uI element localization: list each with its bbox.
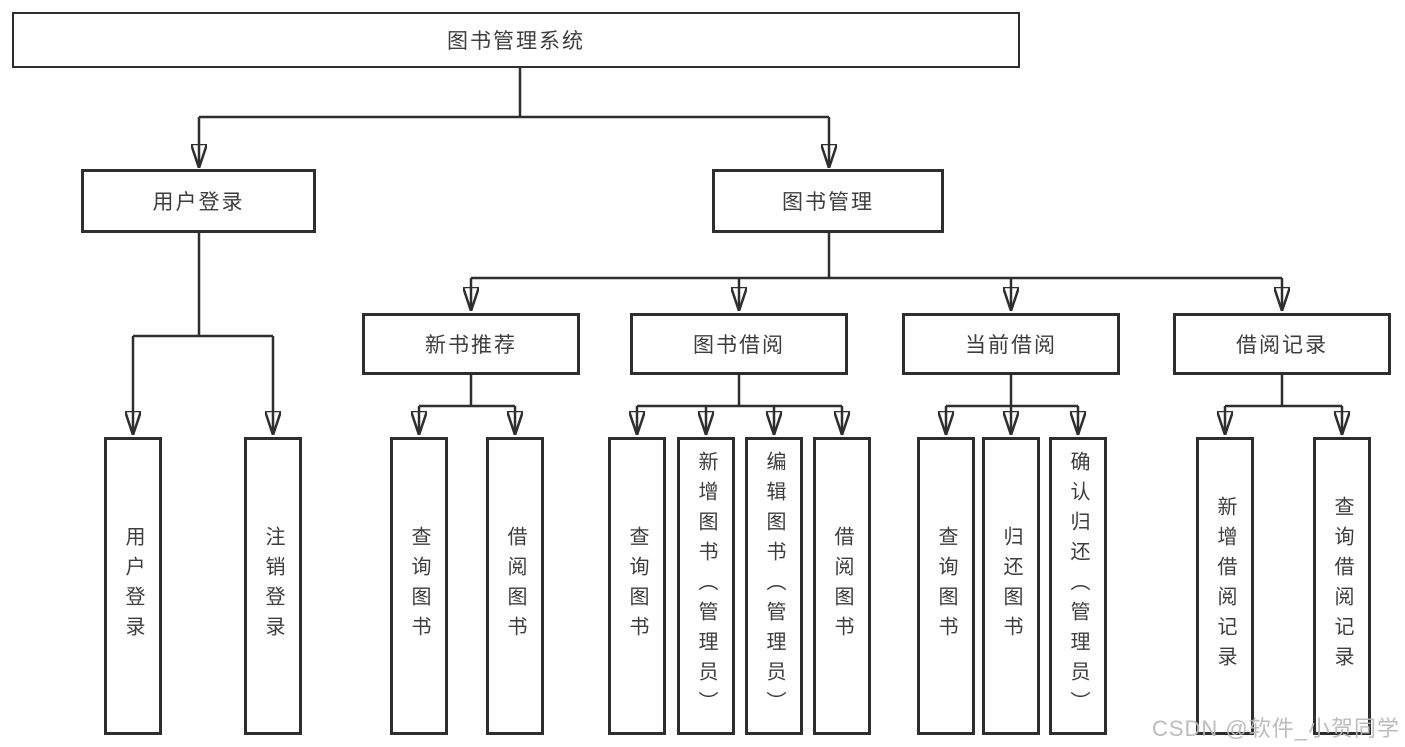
node-confirm-return-admin-label: 确认归还（管理员） bbox=[1067, 451, 1089, 721]
connector-book-borrowing-children bbox=[637, 375, 842, 435]
connector-root-to-level2 bbox=[199, 68, 829, 168]
node-add-borrow-record-label: 新增借阅记录 bbox=[1214, 496, 1236, 676]
node-logout-leaf: 注销登录 bbox=[244, 437, 302, 735]
node-book-borrowing: 图书借阅 bbox=[630, 313, 848, 375]
node-user-login-leaf: 用户登录 bbox=[104, 437, 162, 735]
node-borrow-books-1: 借阅图书 bbox=[486, 437, 544, 735]
node-query-books-3-label: 查询图书 bbox=[935, 526, 957, 646]
connector-current-borrowing-children bbox=[946, 375, 1078, 435]
node-book-management: 图书管理 bbox=[712, 169, 944, 233]
node-query-books-2-label: 查询图书 bbox=[626, 526, 648, 646]
node-add-books-admin: 新增图书（管理员） bbox=[677, 437, 735, 735]
node-user-login: 用户登录 bbox=[81, 169, 316, 233]
connector-borrowing-records-children bbox=[1225, 375, 1342, 435]
connector-new-book-recommend-children bbox=[419, 375, 515, 435]
node-query-borrow-record: 查询借阅记录 bbox=[1313, 437, 1371, 735]
node-query-books-3: 查询图书 bbox=[917, 437, 975, 735]
node-query-books-1: 查询图书 bbox=[390, 437, 448, 735]
node-user-login-leaf-label: 用户登录 bbox=[122, 526, 144, 646]
node-borrow-books-2: 借阅图书 bbox=[813, 437, 871, 735]
csdn-watermark: CSDN @软件_小贺同学 bbox=[1151, 716, 1400, 741]
node-borrowing-records: 借阅记录 bbox=[1173, 313, 1391, 375]
connector-book-management-to-level3 bbox=[471, 233, 1282, 311]
node-root-system: 图书管理系统 bbox=[12, 12, 1020, 68]
node-add-books-admin-label: 新增图书（管理员） bbox=[695, 451, 717, 721]
node-current-borrowing: 当前借阅 bbox=[902, 313, 1120, 375]
node-root-label: 图书管理系统 bbox=[447, 30, 585, 53]
node-edit-books-admin-label: 编辑图书（管理员） bbox=[763, 451, 785, 721]
node-edit-books-admin: 编辑图书（管理员） bbox=[745, 437, 803, 735]
node-query-books-1-label: 查询图书 bbox=[408, 526, 430, 646]
node-add-borrow-record: 新增借阅记录 bbox=[1196, 437, 1254, 735]
node-user-login-label: 用户登录 bbox=[152, 191, 245, 214]
node-book-management-label: 图书管理 bbox=[782, 191, 874, 214]
node-borrowing-records-label: 借阅记录 bbox=[1236, 334, 1328, 357]
node-new-book-recommend-label: 新书推荐 bbox=[425, 334, 517, 357]
node-query-books-2: 查询图书 bbox=[608, 437, 666, 735]
node-return-books-label: 归还图书 bbox=[1000, 526, 1022, 646]
node-book-borrowing-label: 图书借阅 bbox=[693, 334, 785, 357]
node-query-borrow-record-label: 查询借阅记录 bbox=[1331, 496, 1353, 676]
node-logout-leaf-label: 注销登录 bbox=[262, 526, 284, 646]
node-borrow-books-2-label: 借阅图书 bbox=[831, 526, 853, 646]
node-confirm-return-admin: 确认归还（管理员） bbox=[1049, 437, 1107, 735]
node-new-book-recommend: 新书推荐 bbox=[362, 313, 580, 375]
node-current-borrowing-label: 当前借阅 bbox=[965, 334, 1057, 357]
node-return-books: 归还图书 bbox=[982, 437, 1040, 735]
connector-user-login-children bbox=[133, 233, 273, 435]
node-borrow-books-1-label: 借阅图书 bbox=[504, 526, 526, 646]
